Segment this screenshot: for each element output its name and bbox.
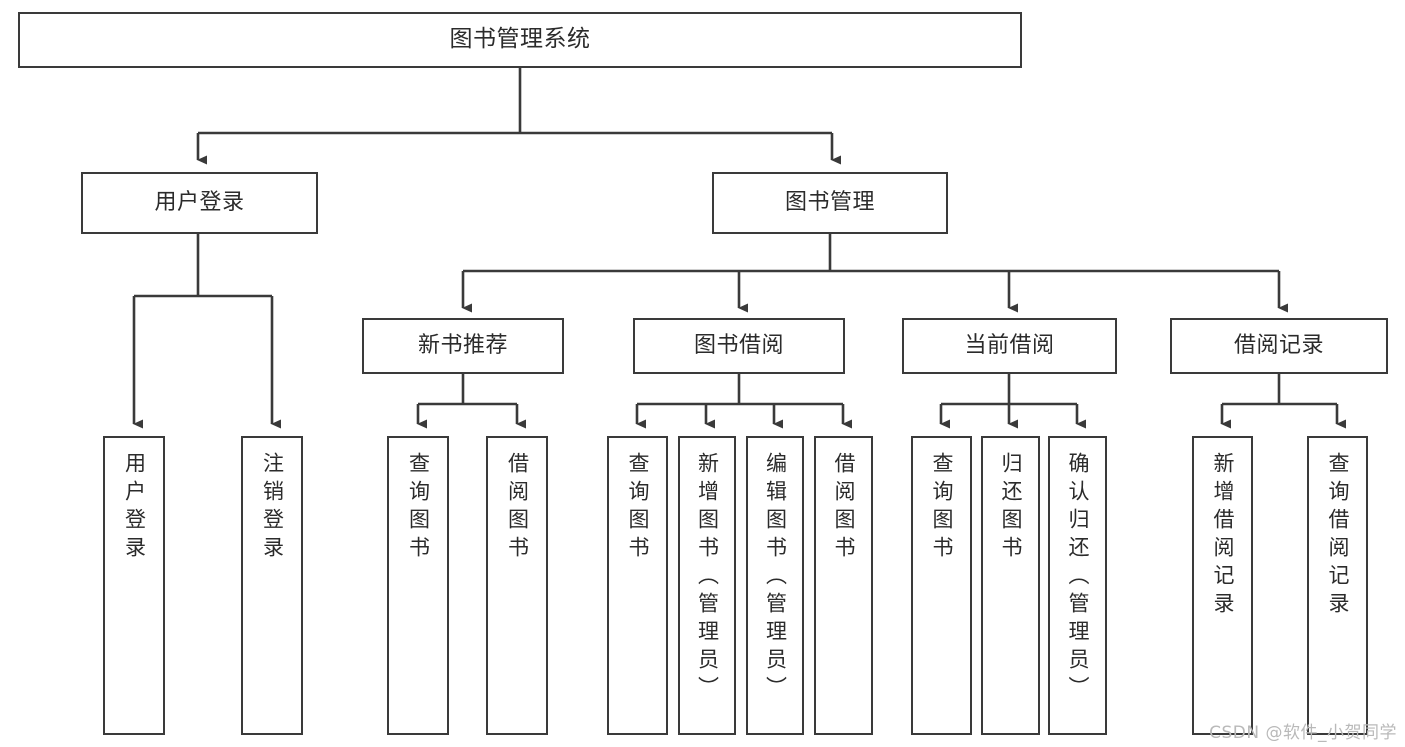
node-root-book-management-system[interactable]: 图书管理系统 [18, 12, 1022, 68]
node-leaf-user-login[interactable]: 用户登录 [103, 436, 165, 735]
node-leaf-query-record[interactable]: 查询借阅记录 [1307, 436, 1368, 735]
node-label: 归还图书 [999, 452, 1023, 564]
node-label: 查询图书 [930, 452, 954, 564]
node-label: 借阅图书 [505, 452, 530, 564]
node-leaf-confirm-return[interactable]: 确认归还（管理员） [1048, 436, 1107, 735]
node-leaf-query-book-1[interactable]: 查询图书 [387, 436, 449, 735]
node-current-borrow[interactable]: 当前借阅 [902, 318, 1117, 374]
node-leaf-borrow-book-1[interactable]: 借阅图书 [486, 436, 548, 735]
node-label: 编辑图书（管理员） [763, 452, 788, 704]
node-leaf-edit-book[interactable]: 编辑图书（管理员） [746, 436, 804, 735]
node-label: 查询图书 [626, 452, 650, 564]
node-label: 图书借阅 [693, 333, 784, 359]
node-label: 用户登录 [122, 452, 147, 564]
node-label: 当前借阅 [964, 333, 1055, 359]
node-label: 确认归还（管理员） [1066, 452, 1090, 704]
node-label: 图书管理 [784, 190, 875, 216]
node-label: 新增借阅记录 [1211, 452, 1235, 620]
node-label: 注销登录 [260, 452, 285, 564]
node-label: 借阅记录 [1233, 333, 1324, 359]
node-label: 新书推荐 [417, 333, 508, 359]
node-label: 用户登录 [154, 190, 245, 216]
node-borrow-record[interactable]: 借阅记录 [1170, 318, 1388, 374]
node-label: 查询图书 [406, 452, 431, 564]
node-book-management[interactable]: 图书管理 [712, 172, 948, 234]
node-leaf-logout-login[interactable]: 注销登录 [241, 436, 303, 735]
node-label: 新增图书（管理员） [695, 452, 720, 704]
node-user-login[interactable]: 用户登录 [81, 172, 318, 234]
node-book-borrow[interactable]: 图书借阅 [633, 318, 845, 374]
node-label: 图书管理系统 [449, 26, 591, 53]
node-label: 查询借阅记录 [1326, 452, 1350, 620]
node-leaf-borrow-book-2[interactable]: 借阅图书 [814, 436, 873, 735]
node-label: 借阅图书 [832, 452, 856, 564]
node-new-book-recommend[interactable]: 新书推荐 [362, 318, 564, 374]
node-leaf-return-book[interactable]: 归还图书 [981, 436, 1040, 735]
csdn-watermark: CSDN @软件_小贺同学 [1209, 723, 1397, 743]
node-leaf-query-book-2[interactable]: 查询图书 [607, 436, 668, 735]
node-leaf-query-book-3[interactable]: 查询图书 [911, 436, 972, 735]
node-leaf-add-record[interactable]: 新增借阅记录 [1192, 436, 1253, 735]
node-leaf-add-book[interactable]: 新增图书（管理员） [678, 436, 736, 735]
